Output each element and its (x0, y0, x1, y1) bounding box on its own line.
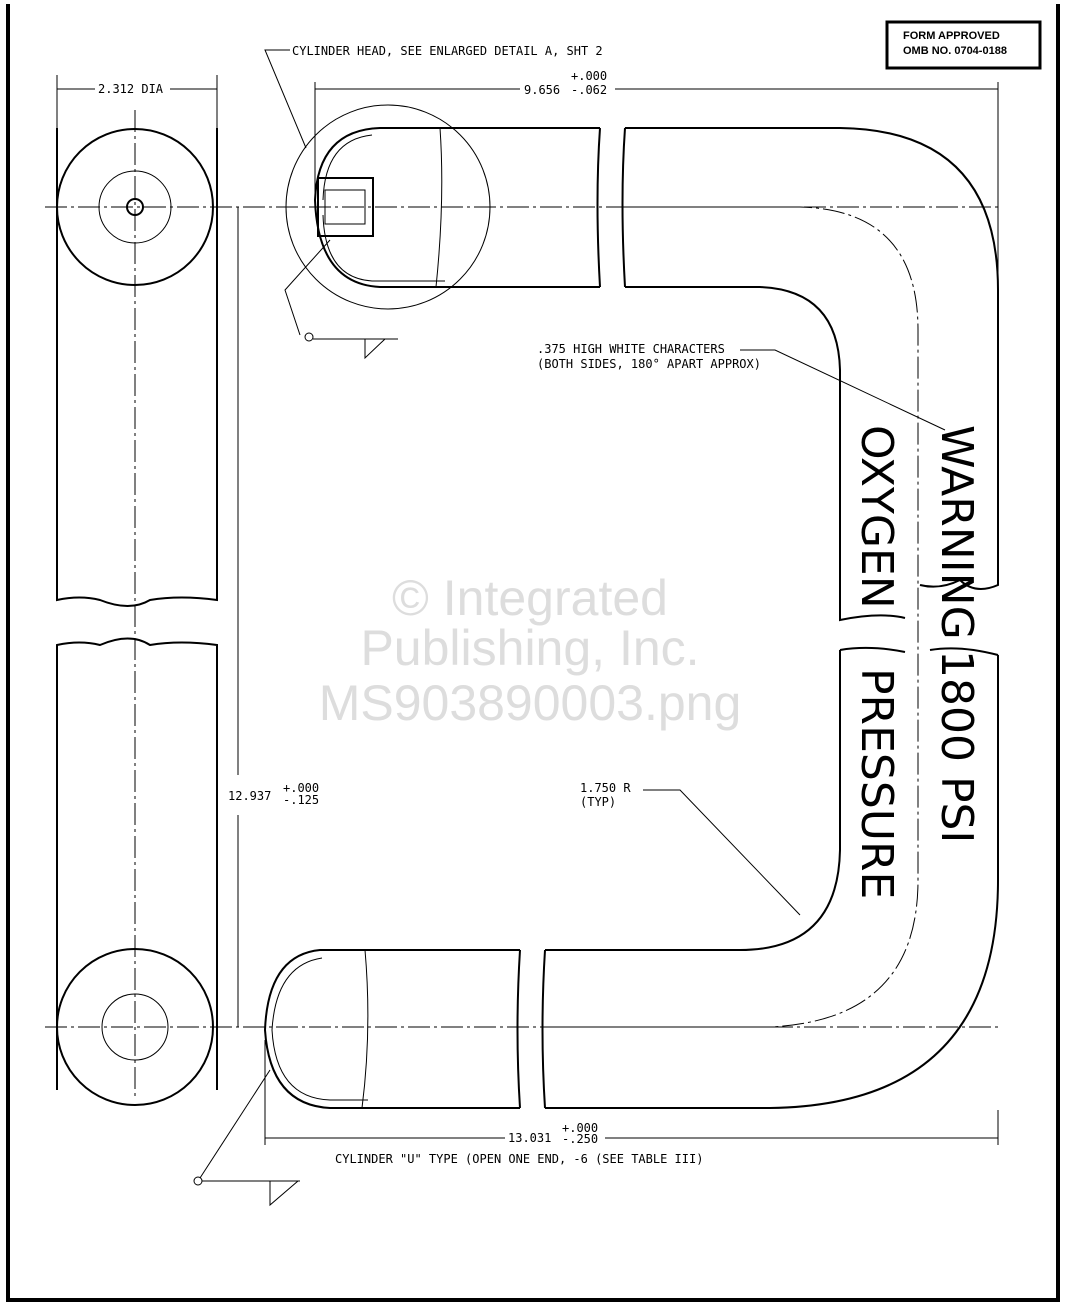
watermark-line-2: Publishing, Inc. (360, 620, 699, 676)
length-top-tol-minus: -.062 (571, 83, 607, 97)
omb-number: OMB NO. 0704-0188 (903, 45, 1007, 57)
top-length-dimension: 9.656 +.000 -.062 (314, 69, 999, 290)
characters-callout: .375 HIGH WHITE CHARACTERS (BOTH SIDES, … (537, 342, 946, 431)
watermark-line-3: MS903890003.png (319, 675, 742, 731)
warning-marking: WARNING (931, 425, 982, 640)
cylinder-head-callout: CYLINDER HEAD, SEE ENLARGED DETAIL A, SH… (264, 44, 603, 360)
cylinder-head-fitting (317, 177, 374, 237)
radius-label-1: 1.750 R (580, 781, 631, 795)
form-approved-label: FORM APPROVED (903, 30, 1000, 42)
width-dimension: 13.031 +.000 -.250 CYLINDER "U" TYPE (OP… (264, 1040, 999, 1166)
characters-label-1: .375 HIGH WHITE CHARACTERS (537, 342, 725, 356)
length-top-value: 9.656 (524, 83, 560, 97)
oxygen-marking: OXYGEN (851, 425, 902, 609)
height-value: 12.937 (228, 789, 271, 803)
diameter-dimension: 2.312 DIA (56, 75, 218, 128)
form-approved-box: FORM APPROVED OMB NO. 0704-0188 (885, 20, 1042, 70)
height-tol-plus: +.000 (283, 781, 319, 795)
width-value: 13.031 (508, 1131, 551, 1145)
cylinder-head-label: CYLINDER HEAD, SEE ENLARGED DETAIL A, SH… (292, 44, 603, 58)
watermark-line-1: © Integrated (392, 570, 668, 626)
drawing-border (6, 4, 1060, 1302)
height-tol-minus: -.125 (283, 793, 319, 807)
characters-label-2: (BOTH SIDES, 180° APART APPROX) (537, 357, 761, 371)
drawing-caption: CYLINDER "U" TYPE (OPEN ONE END, -6 (SEE… (335, 1152, 703, 1166)
pressure-marking: PRESSURE (851, 668, 902, 899)
width-tol-minus: -.250 (562, 1132, 598, 1146)
radius-label-2: (TYP) (580, 795, 616, 809)
diameter-label: 2.312 DIA (98, 82, 164, 96)
length-top-tol-plus: +.000 (571, 69, 607, 83)
u-tube-cylinder: WARNING OXYGEN 1800 PSI PRESSURE (263, 127, 999, 1109)
width-tol-plus: +.000 (562, 1121, 598, 1135)
watermark: © Integrated Publishing, Inc. MS90389000… (319, 570, 742, 731)
detail-circle (285, 104, 491, 310)
weld-symbol (193, 1069, 300, 1207)
radius-callout: 1.750 R (TYP) (580, 781, 801, 916)
cylinder-side-view (45, 110, 1000, 1106)
psi-marking: 1800 PSI (931, 650, 982, 843)
height-dimension: 12.937 +.000 -.125 (228, 207, 319, 1027)
